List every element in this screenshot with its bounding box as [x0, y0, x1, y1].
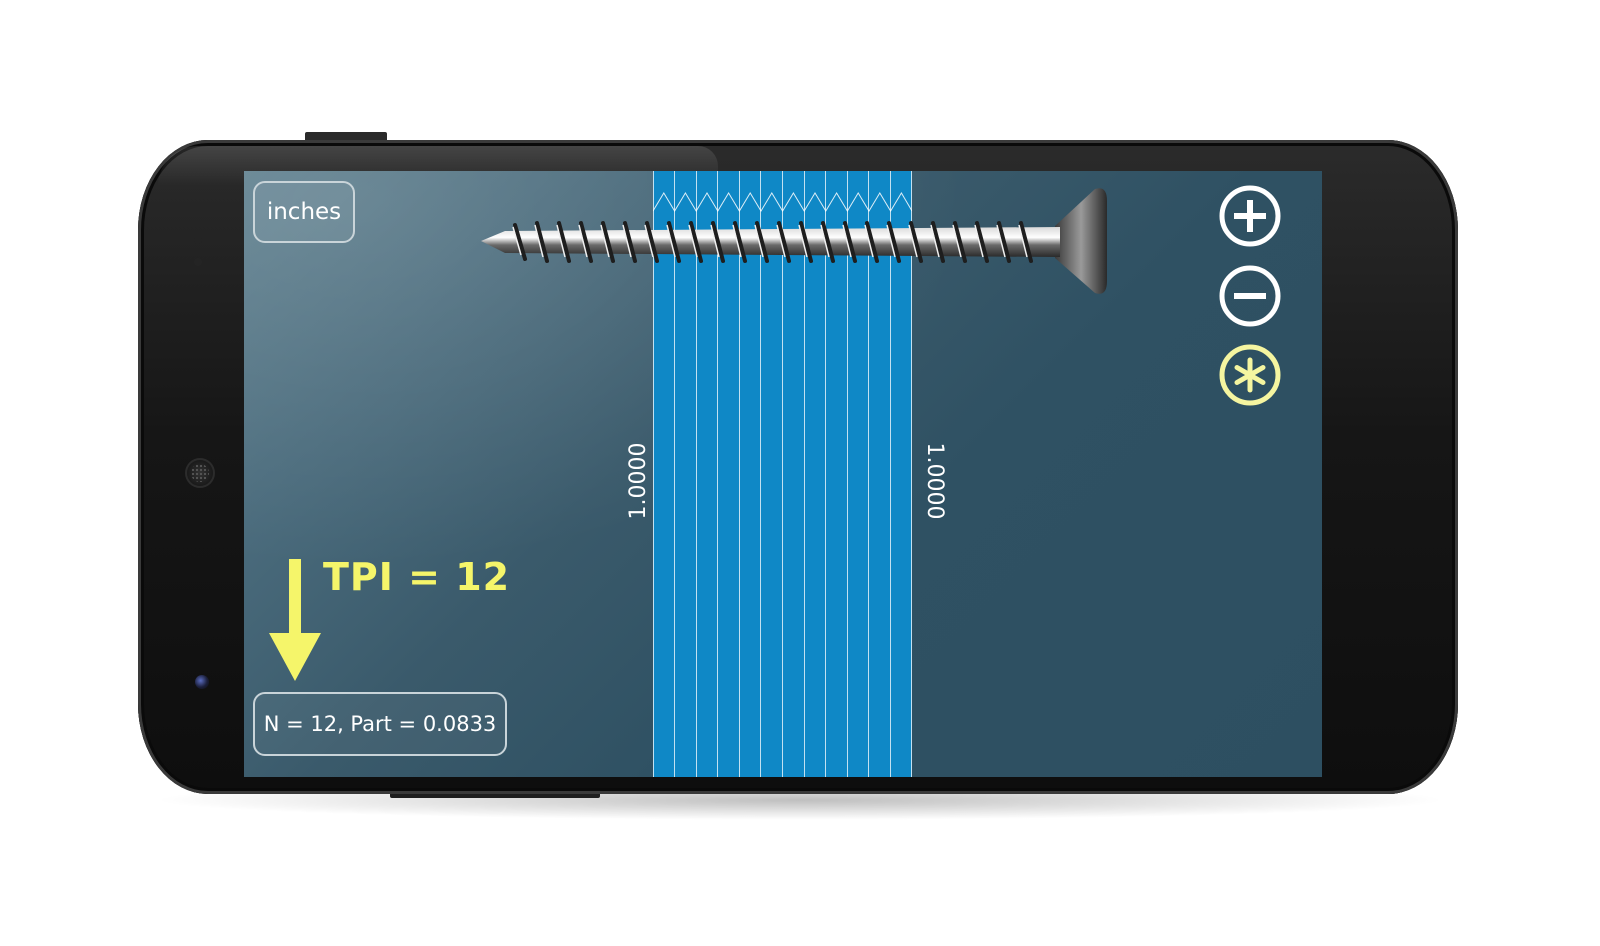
tpi-result: TPI = 12: [323, 555, 511, 599]
band-divider: [782, 171, 783, 777]
speaker-grille: [191, 464, 209, 482]
unit-toggle-label: inches: [266, 199, 342, 225]
band-divider: [674, 171, 675, 777]
volume-button: [390, 792, 600, 798]
app-screen: inches 1.0000 1.0000 TPI = 12 N = 12,: [244, 171, 1322, 777]
status-text: N = 12, Part = 0.0833: [263, 712, 497, 736]
band-divider: [696, 171, 697, 777]
status-readout: N = 12, Part = 0.0833: [253, 692, 507, 756]
band-divider: [868, 171, 869, 777]
proximity-sensor: [194, 236, 202, 244]
light-sensor: [194, 258, 202, 266]
band-divider: [825, 171, 826, 777]
asterisk-circle-icon[interactable]: [1217, 342, 1283, 408]
unit-toggle-button[interactable]: inches: [253, 181, 355, 243]
left-measure-value: 1.0000: [626, 442, 651, 520]
band-divider: [653, 171, 654, 777]
band-divider: [911, 171, 912, 777]
earpiece-speaker: [185, 458, 215, 488]
front-camera: [195, 675, 209, 689]
right-measure-value: 1.0000: [922, 442, 947, 520]
minus-circle-icon[interactable]: [1217, 263, 1283, 329]
band-divider: [847, 171, 848, 777]
arrow-down-icon: [269, 559, 321, 681]
screw-image: [481, 188, 1107, 294]
power-button: [305, 132, 387, 140]
band-divider: [760, 171, 761, 777]
band-divider: [739, 171, 740, 777]
plus-circle-icon[interactable]: [1217, 183, 1283, 249]
band-divider: [890, 171, 891, 777]
band-divider: [717, 171, 718, 777]
band-divider: [804, 171, 805, 777]
thread-zigzag: [653, 192, 912, 212]
